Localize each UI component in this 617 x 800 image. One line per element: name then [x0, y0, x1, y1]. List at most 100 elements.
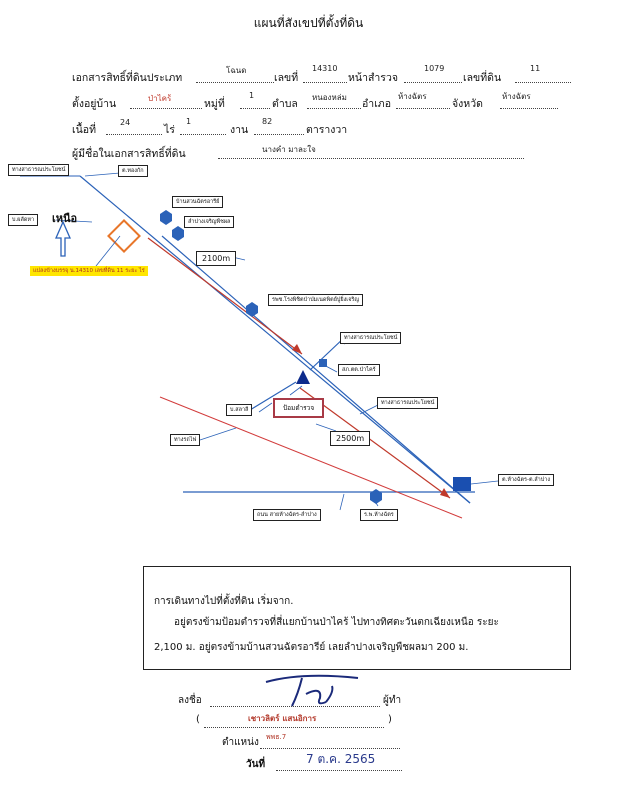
connector-line	[84, 172, 121, 177]
route-arrowhead-upper	[292, 344, 302, 354]
police-post-icon	[319, 359, 327, 367]
label-public-way-1: ทางสาธารณประโยชน์	[8, 164, 70, 176]
hex-marker-school	[246, 302, 258, 317]
name-stamp: เชาวลิตร์ แสนอิการ	[248, 714, 317, 723]
role-label: ผู้ทำ	[383, 695, 402, 706]
north-label: เหนือ	[52, 212, 78, 225]
police-triangle-icon	[296, 370, 310, 384]
tambon-value: หนองหล่ม	[312, 93, 347, 102]
doc-type-value: โฉนด	[226, 66, 247, 75]
label-road: ถนน สายห้างฉัตร-ลำปาง	[253, 509, 321, 521]
label-public-way-3: ทางสาธารณประโยชน์	[377, 397, 439, 409]
amphoe-label: อำเภอ	[362, 98, 392, 110]
rai-value: 24	[120, 118, 131, 127]
owner-label: ผู้มีชื่อในเอกสารสิทธิ์ที่ดิน	[72, 148, 186, 160]
connector-line	[55, 219, 93, 223]
red-railway	[159, 396, 463, 519]
route-arrowhead-lower	[440, 488, 450, 498]
ngan-dots	[180, 134, 226, 135]
connector-line	[199, 427, 237, 441]
handwritten-signature	[265, 674, 359, 707]
doc-type-dots	[196, 82, 274, 83]
distance-2100: 2100m	[196, 251, 237, 266]
land-no-dots	[515, 82, 571, 83]
hex-marker-hospital	[370, 489, 382, 504]
moo-value: 1	[249, 91, 255, 100]
connector-line	[359, 404, 379, 415]
travel-description-box: การเดินทางไปที่ตั้งที่ดิน เริ่มจาก. อยู่…	[143, 566, 571, 670]
page-title: แผนที่สังเขปที่ตั้งที่ดิน	[253, 16, 364, 30]
description-line-1: การเดินทางไปที่ตั้งที่ดิน เริ่มจาก.	[154, 596, 294, 607]
owner-dots	[218, 158, 524, 159]
wa-dots	[254, 134, 304, 135]
province-dots	[500, 108, 558, 109]
tambon-dots	[307, 108, 361, 109]
number-value: 14310	[312, 64, 338, 73]
label-ta-tao: ต.ทองกัก	[118, 165, 148, 177]
blue-road-main	[79, 175, 471, 504]
label-ban-sali: บ.สลาลี	[226, 404, 253, 416]
name-paren-close: )	[388, 714, 392, 725]
tambon-label: ตำบล	[272, 98, 298, 110]
connector-line	[375, 502, 379, 507]
label-ban-lao: บ.ผลัดหา	[8, 214, 39, 226]
province-label: จังหวัด	[452, 98, 483, 110]
land-no-label: เลขที่ดิน	[463, 72, 502, 84]
wa-value: 82	[262, 117, 273, 126]
blue-road-cross-sw	[249, 381, 297, 411]
area-label: เนื้อที่	[72, 124, 96, 136]
ngan-value: 1	[186, 117, 192, 126]
rai-dots	[106, 134, 162, 135]
label-railway: ทางรถไฟ	[170, 434, 201, 446]
land-parcel-marker	[107, 219, 141, 253]
route-arrow-lower	[299, 387, 451, 499]
rai-label: ไร่	[164, 124, 175, 136]
date-stamp: 7 ต.ค. 2565	[306, 752, 376, 766]
label-police-post: สภ.ตต.ป่าไคร้	[338, 364, 380, 376]
ngan-label: งาน	[230, 124, 249, 136]
description-line-2: อยู่ตรงข้ามป้อมตำรวจที่สี่แยกบ้านป่าไคร้…	[174, 617, 499, 628]
position-value: พพธ.7	[266, 733, 287, 741]
route-arrow-upper	[147, 237, 303, 355]
date-label: วันที่	[246, 759, 266, 770]
hex-marker-farm	[172, 226, 184, 241]
hex-marker-garden	[160, 210, 172, 225]
north-arrow-icon	[55, 220, 71, 257]
date-dots	[276, 770, 402, 771]
number-label: เลขที่	[274, 72, 299, 84]
province-value: ห้างฉัตร	[502, 92, 531, 101]
amphoe-value: ห้างฉัตร	[398, 92, 427, 101]
connector-line	[321, 363, 338, 373]
distance-2500: 2500m	[330, 431, 371, 446]
label-hospital: ร.พ.ห้างฉัตร	[360, 509, 398, 521]
connector-line	[95, 235, 121, 267]
description-line-3: 2,100 ม. อยู่ตรงข้ามบ้านสวนฉัตรอารีย์ เล…	[154, 642, 469, 653]
sign-label: ลงชื่อ	[178, 695, 202, 706]
connector-line	[315, 423, 337, 432]
doc-type-label: เอกสารสิทธิ์ที่ดินประเภท	[72, 72, 183, 84]
connector-line	[339, 493, 345, 511]
village-label: ตั้งอยู่บ้าน	[72, 98, 117, 110]
label-public-way-2: ทางสาธารณประโยชน์	[340, 332, 402, 344]
building-icon	[453, 477, 471, 491]
position-label: ตำแหน่ง	[222, 737, 259, 748]
survey-page-dots	[404, 82, 462, 83]
label-parcel-note: แปลงข้างบรรจุ น.14310 เลขที่ดิน 11 ระยะ …	[30, 266, 148, 276]
survey-page-label: หน้าสำรวจ	[348, 72, 398, 84]
connector-line	[289, 385, 303, 396]
amphoe-dots	[396, 108, 450, 109]
wa-label: ตารางวา	[306, 124, 348, 136]
owner-value: นางคำ มาละใจ	[262, 145, 316, 154]
name-dots	[204, 727, 384, 728]
name-paren-open: (	[196, 714, 200, 725]
label-school: รพช.โรงพิชิตป่าป่มเนดพิตย์ปูยิ่งเจริญ	[268, 294, 364, 306]
label-ban-hang-chat: ต.ห้างฉัตร-ต.ลำปาง	[498, 474, 555, 486]
connector-line	[470, 480, 499, 485]
moo-label: หมู่ที่	[204, 98, 225, 110]
village-dots	[130, 108, 202, 109]
village-value: ป่าไคร้	[148, 94, 172, 103]
label-garden: บ้านสวนฉัตรอารีย์	[172, 196, 224, 208]
connector-line	[258, 402, 273, 413]
number-dots	[303, 82, 347, 83]
survey-page-value: 1079	[424, 64, 445, 73]
